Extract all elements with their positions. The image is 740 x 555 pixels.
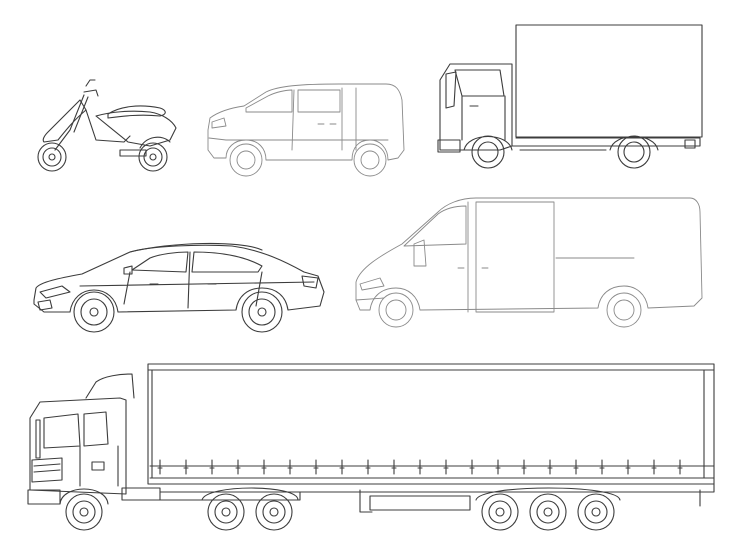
trailer-strap xyxy=(391,459,397,475)
trailer-strap xyxy=(443,459,449,475)
trailer-strap xyxy=(339,459,345,475)
trailer-strap xyxy=(209,459,215,475)
trailer-strap xyxy=(365,459,371,475)
trailer-strap xyxy=(495,459,501,475)
cargo-van-icon xyxy=(355,197,703,328)
trailer-strap xyxy=(287,459,293,475)
trailer-strap xyxy=(599,459,605,475)
trailer-strap xyxy=(677,459,683,475)
trailer-strap xyxy=(313,459,319,475)
sedan-icon xyxy=(33,242,325,333)
trailer-strap xyxy=(469,459,475,475)
trailer-strap xyxy=(573,459,579,475)
trailer-strap xyxy=(417,459,423,475)
trailer-strap xyxy=(547,459,553,475)
trailer-strap xyxy=(261,459,267,475)
compact-van-icon xyxy=(207,83,405,177)
trailer-strap xyxy=(183,459,189,475)
trailer-strap xyxy=(521,459,527,475)
trailer-strap xyxy=(235,459,241,475)
semi-trailer-truck-icon xyxy=(27,363,715,531)
trailer-strap xyxy=(651,459,657,475)
trailer-strap xyxy=(157,459,163,475)
box-truck-icon xyxy=(437,24,703,169)
scooter-icon xyxy=(37,79,177,172)
trailer-strap xyxy=(625,459,631,475)
